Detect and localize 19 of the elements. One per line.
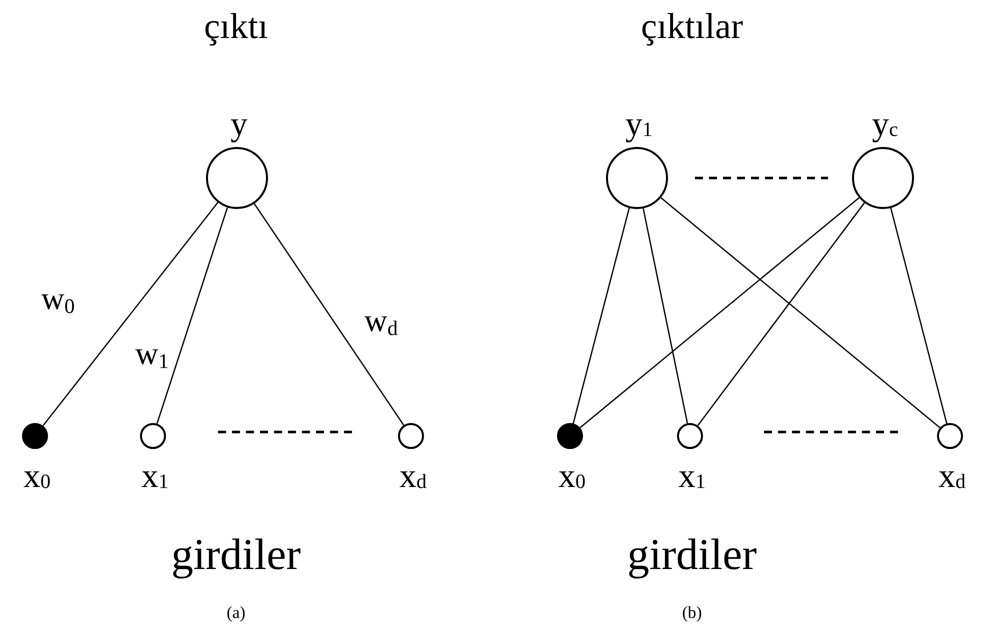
panel-caption: (b)	[682, 604, 702, 621]
connector-line	[254, 203, 404, 426]
connector-line	[660, 197, 940, 428]
layer-heading: girdiler	[171, 533, 301, 577]
layer-heading: çıktı	[204, 8, 268, 44]
connector-line	[642, 208, 688, 424]
weight-label: w$_{1}$	[135, 337, 169, 369]
connector-line	[890, 208, 948, 424]
panel-caption: (a)	[226, 604, 246, 621]
layer-heading: çıktılar	[641, 8, 743, 44]
connector-line	[572, 208, 630, 424]
connector-line	[580, 197, 860, 428]
layer-heading: girdiler	[627, 533, 757, 577]
connector-line	[42, 202, 218, 426]
connector-line	[697, 202, 865, 426]
node-label: y	[230, 108, 248, 142]
weight-label: w$_{0}$	[41, 282, 75, 314]
connector-line	[156, 207, 228, 424]
weight-label: w$_{d}$	[364, 304, 398, 336]
